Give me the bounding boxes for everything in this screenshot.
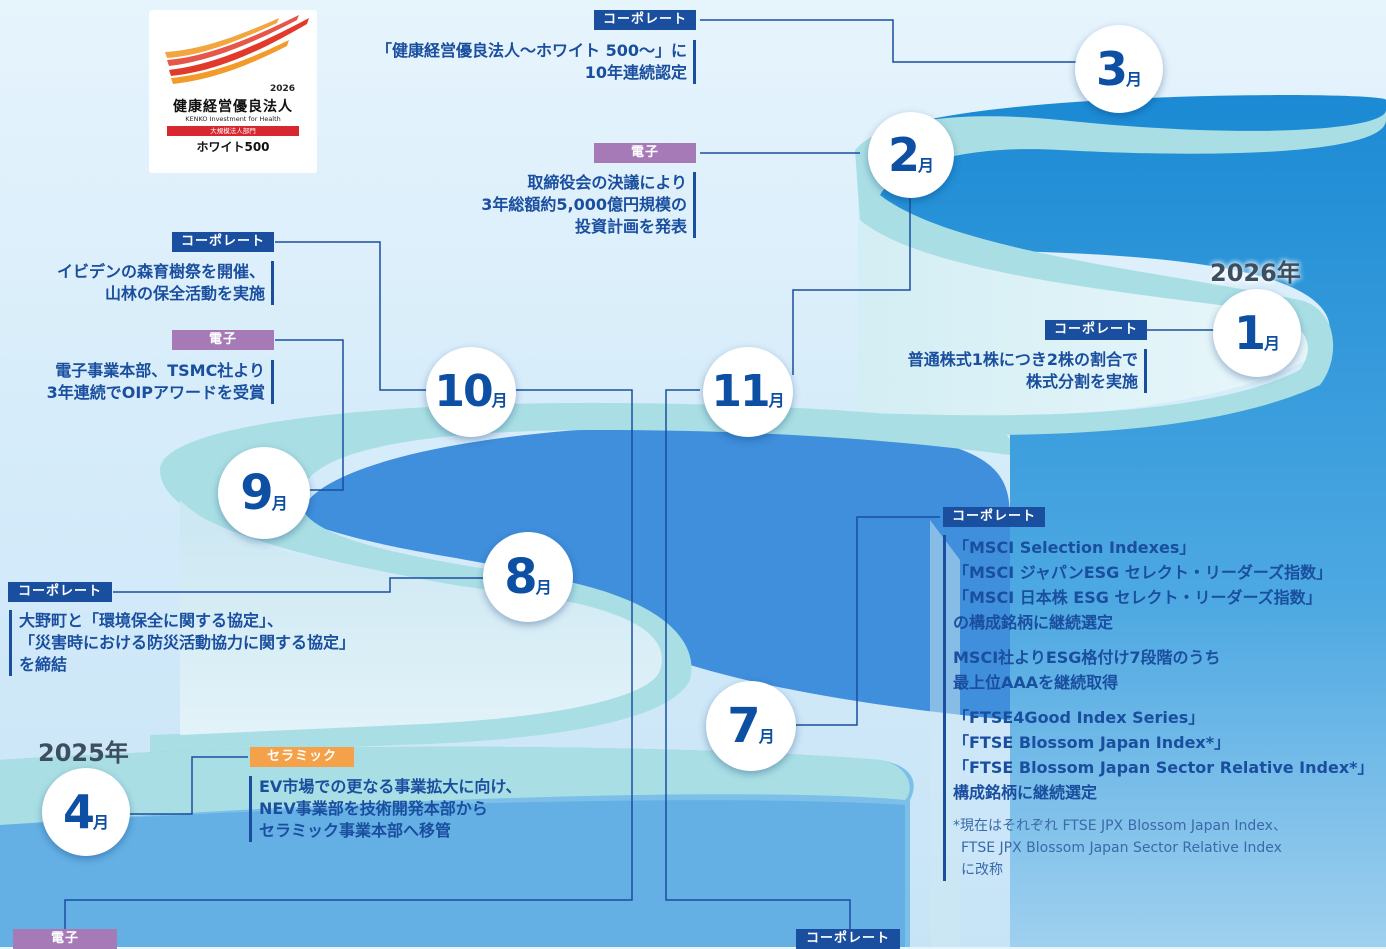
month-unit: 月 bbox=[535, 578, 552, 597]
event-aug: 大野町と「環境保全に関する協定」、 「災害時における防災活動協力に関する協定」 … bbox=[9, 610, 355, 676]
event-line: 10年連続認定 bbox=[584, 63, 687, 82]
month-10-circle: 10月 bbox=[426, 347, 516, 437]
logo-band: 大規模法人部門 bbox=[167, 126, 299, 136]
tag-corporate-jan: コーポレート bbox=[1045, 320, 1147, 340]
month-unit: 月 bbox=[491, 391, 508, 410]
event-note: FTSE JPX Blossom Japan Sector Relative I… bbox=[961, 840, 1282, 856]
spacer bbox=[953, 805, 1374, 815]
month-number: 3 bbox=[1095, 42, 1128, 96]
event-line: 普通株式1株につき2株の割合で bbox=[907, 350, 1138, 369]
tag-electronics-sep: 電子 bbox=[172, 330, 274, 350]
event-line: を締結 bbox=[19, 655, 68, 674]
event-feb: 取締役会の決議により 3年総額約5,000億円規模の 投資計画を発表 bbox=[481, 172, 696, 238]
event-line: 「FTSE Blossom Japan Index*」 bbox=[953, 733, 1231, 752]
month-number: 7 bbox=[727, 698, 760, 754]
event-line: 「MSCI 日本株 ESG セレクト・リーダーズ指数」 bbox=[953, 588, 1322, 607]
tag-corporate-aug: コーポレート bbox=[8, 582, 112, 602]
event-line: 「災害時における防災活動協力に関する協定」 bbox=[19, 633, 356, 652]
event-line: 3年連続でOIPアワードを受賞 bbox=[46, 383, 265, 402]
spacer bbox=[953, 635, 1374, 645]
event-line: 投資計画を発表 bbox=[574, 217, 687, 236]
event-line: 構成銘柄に継続選定 bbox=[953, 783, 1098, 802]
year-2025-label: 2025年 bbox=[38, 739, 129, 767]
event-line: 最上位AAAを継続取得 bbox=[953, 673, 1119, 692]
event-line: 「健康経営優良法人～ホワイト 500～」に bbox=[376, 41, 687, 60]
month-8-circle: 8月 bbox=[483, 532, 573, 622]
event-line: MSCI社よりESG格付け7段階のうち bbox=[953, 648, 1221, 667]
tag-ceramic-apr: セラミック bbox=[250, 747, 354, 767]
flag-logo-icon bbox=[165, 15, 309, 84]
month-number: 10 bbox=[434, 366, 493, 417]
event-line: 大野町と「環境保全に関する協定」、 bbox=[19, 611, 284, 630]
event-line: の構成銘柄に継続選定 bbox=[953, 613, 1114, 632]
month-number: 8 bbox=[504, 549, 537, 605]
logo-title: 健康経営優良法人 bbox=[173, 99, 293, 115]
kenko-white500-logo: 2026 健康経営優良法人 KENKO Investment for Healt… bbox=[149, 10, 317, 173]
event-line: セラミック事業本部へ移管 bbox=[259, 821, 452, 840]
tag-corporate-jul: コーポレート bbox=[943, 507, 1045, 527]
event-note: に改称 bbox=[961, 862, 1003, 878]
event-line: イビデンの森育樹祭を開催、 bbox=[56, 262, 265, 281]
event-line: 山林の保全活動を実施 bbox=[104, 284, 265, 303]
month-unit: 月 bbox=[1264, 334, 1281, 353]
logo-subtitle: KENKO Investment for Health bbox=[185, 115, 281, 123]
month-2-circle: 2月 bbox=[868, 112, 954, 198]
month-unit: 月 bbox=[271, 494, 288, 513]
logo-white500: ホワイト500 bbox=[196, 140, 270, 154]
event-line: 「MSCI Selection Indexes」 bbox=[953, 538, 1196, 557]
event-jan: 普通株式1株につき2株の割合で 株式分割を実施 bbox=[908, 349, 1147, 393]
year-2026-label: 2026年 bbox=[1210, 259, 1301, 287]
month-11-circle: 11月 bbox=[703, 347, 793, 437]
month-number: 4 bbox=[62, 785, 95, 839]
event-line: 「FTSE Blossom Japan Sector Relative Inde… bbox=[953, 758, 1374, 777]
tag-corporate-oct: コーポレート bbox=[172, 232, 274, 252]
month-unit: 月 bbox=[93, 813, 110, 832]
event-line: 3年総額約5,000億円規模の bbox=[481, 195, 687, 214]
event-line: 「MSCI ジャパンESG セレクト・リーダーズ指数」 bbox=[953, 563, 1333, 582]
month-unit: 月 bbox=[918, 156, 935, 175]
month-7-circle: 7月 bbox=[706, 681, 796, 771]
event-line: NEV事業部を技術開発本部から bbox=[259, 799, 488, 818]
logo-year: 2026 bbox=[269, 84, 295, 94]
event-apr: EV市場での更なる事業拡大に向け、 NEV事業部を技術開発本部から セラミック事… bbox=[249, 776, 522, 842]
event-line: 電子事業本部、TSMC社より bbox=[55, 361, 265, 380]
event-note: *現在はそれぞれ FTSE JPX Blossom Japan Index、 bbox=[953, 818, 1287, 834]
event-line: 株式分割を実施 bbox=[1025, 372, 1138, 391]
event-sep: 電子事業本部、TSMC社より 3年連続でOIPアワードを受賞 bbox=[47, 360, 274, 404]
month-number: 9 bbox=[240, 465, 273, 521]
month-number: 11 bbox=[711, 366, 770, 417]
month-unit: 月 bbox=[1126, 70, 1143, 89]
month-number: 1 bbox=[1233, 306, 1266, 360]
month-unit: 月 bbox=[758, 727, 775, 746]
event-oct: イビデンの森育樹祭を開催、 山林の保全活動を実施 bbox=[57, 261, 274, 305]
tag-electronics-feb: 電子 bbox=[594, 143, 696, 163]
tag-corporate-bottom: コーポレート bbox=[796, 929, 900, 949]
month-unit: 月 bbox=[768, 391, 785, 410]
month-3-circle: 3月 bbox=[1075, 25, 1163, 113]
tag-corporate-mar: コーポレート bbox=[594, 10, 696, 30]
tag-electronics-bottom: 電子 bbox=[13, 929, 117, 949]
month-4-circle: 4月 bbox=[42, 768, 130, 856]
event-line: 取締役会の決議により bbox=[527, 173, 687, 192]
month-1-circle: 1月 bbox=[1213, 289, 1301, 377]
month-number: 2 bbox=[887, 128, 920, 182]
spacer bbox=[953, 695, 1374, 705]
month-9-circle: 9月 bbox=[218, 447, 310, 539]
event-line: EV市場での更なる事業拡大に向け、 bbox=[259, 777, 522, 796]
event-mar: 「健康経営優良法人～ホワイト 500～」に 10年連続認定 bbox=[376, 40, 696, 84]
event-jul: 「MSCI Selection Indexes」 「MSCI ジャパンESG セ… bbox=[943, 535, 1374, 881]
event-line: 「FTSE4Good Index Series」 bbox=[953, 708, 1205, 727]
